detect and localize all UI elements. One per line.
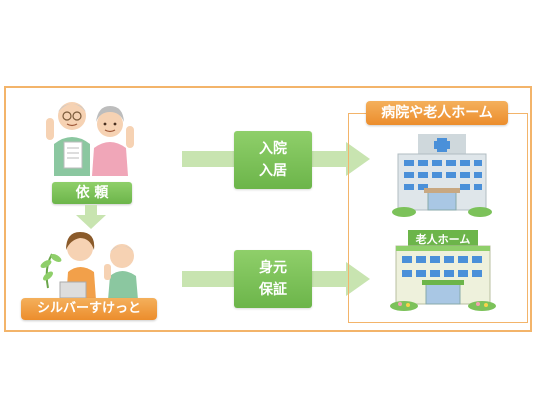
service-label: シルバーすけっと (21, 298, 157, 320)
admission-line-2: 入居 (259, 163, 287, 179)
request-label: 依 頼 (52, 182, 132, 204)
admission-box: 入院 入居 (234, 131, 312, 189)
destination-header: 病院や老人ホーム (366, 101, 508, 125)
nursing-home-sign: 老人ホーム (415, 233, 471, 246)
guarantee-line-1: 身元 (259, 260, 287, 276)
consultation-illustration (40, 232, 138, 300)
nursing-home-building-illustration (390, 230, 496, 311)
guarantee-box: 身元 保証 (234, 250, 312, 308)
down-arrow-icon (76, 205, 106, 229)
guarantee-line-2: 保証 (259, 282, 287, 298)
hospital-building-illustration (392, 134, 492, 217)
admission-line-1: 入院 (259, 141, 287, 157)
elderly-couple-illustration (46, 102, 134, 176)
